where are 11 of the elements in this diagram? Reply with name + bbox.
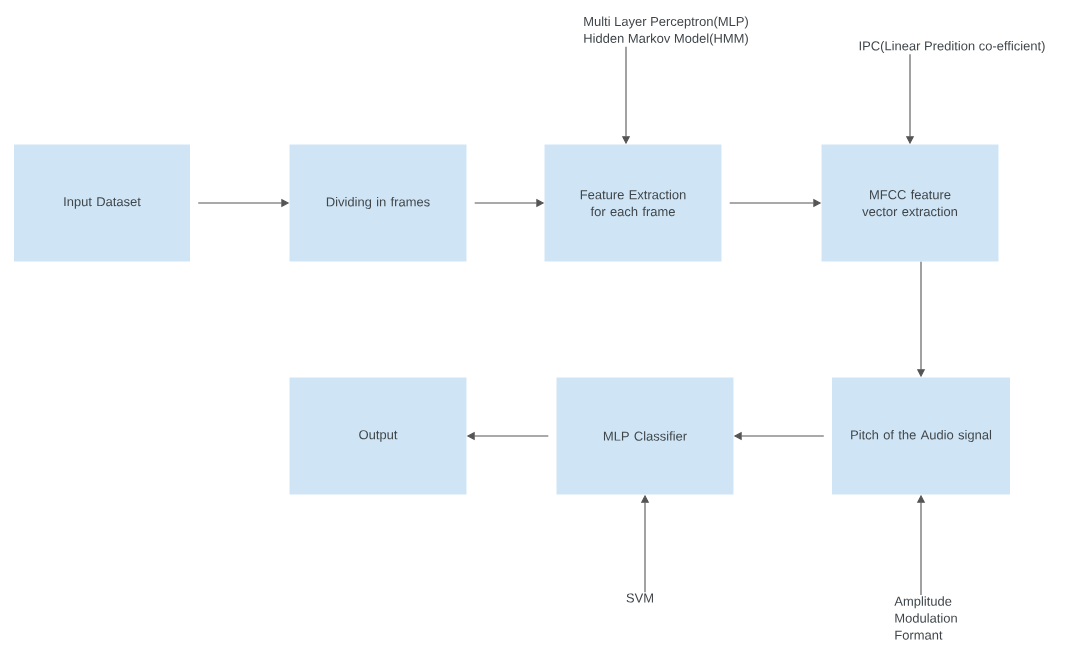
input-label: Multi Layer Perceptron(MLP) Hidden Markov Model(HMM) xyxy=(584,16,748,46)
input-label: SVM xyxy=(626,593,653,603)
process-box: Input Dataset xyxy=(14,144,190,262)
input-label: Amplitude Modulation Formant xyxy=(894,596,957,640)
input-label: IPC(Linear Predition co-efficient) xyxy=(859,40,1045,54)
process-box: Dividing in frames xyxy=(289,144,467,262)
process-box: MFCC feature vector extraction xyxy=(821,144,999,262)
process-box: MLP Classifier xyxy=(556,377,734,495)
process-box: Output xyxy=(289,377,467,495)
process-box: Feature Extraction for each frame xyxy=(544,144,722,262)
process-box: Pitch of the Audio signal xyxy=(832,377,1010,495)
